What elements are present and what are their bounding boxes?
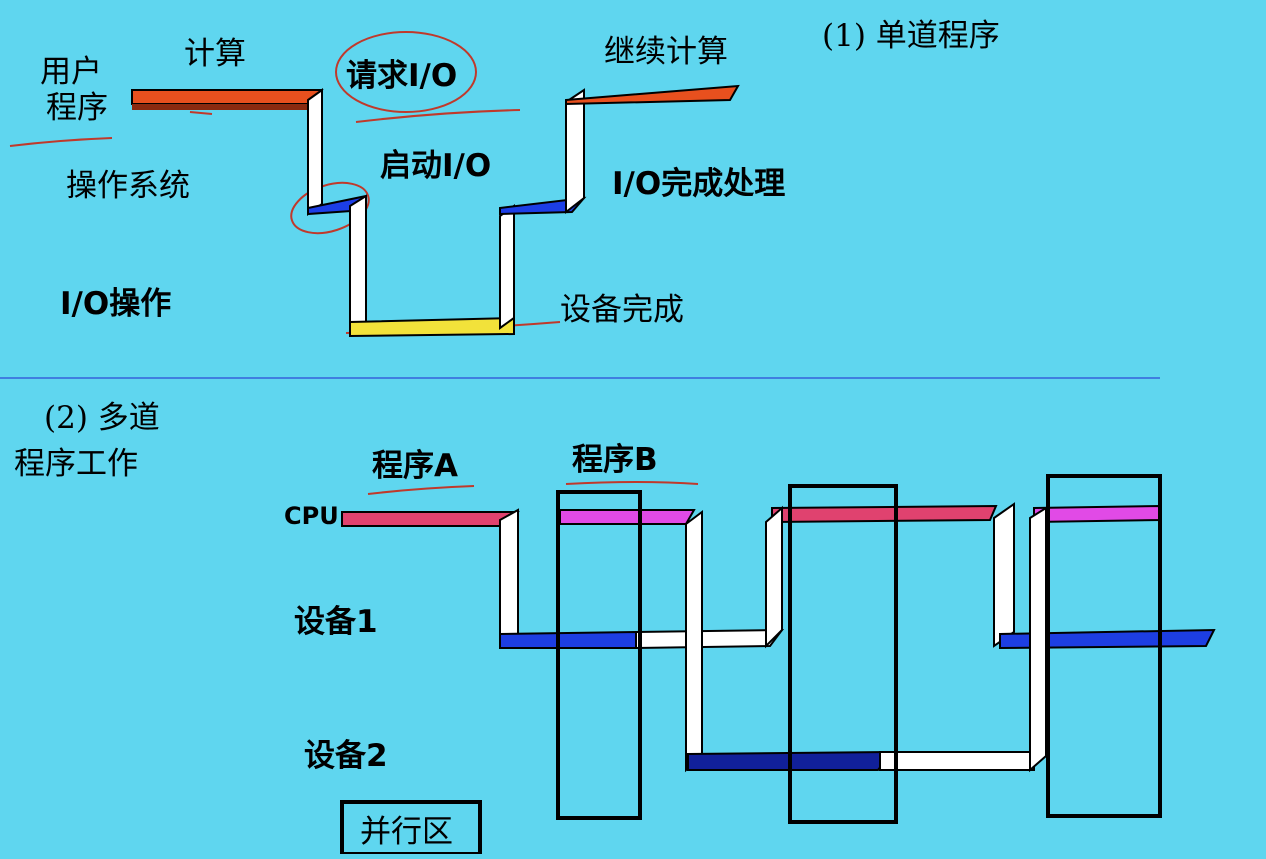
device1-bar-program-a <box>499 630 637 649</box>
underline-program-a <box>367 485 475 495</box>
single-program-steps <box>131 84 740 338</box>
underline-user-program <box>9 137 113 147</box>
label-compute: 计算 <box>184 36 246 72</box>
io-to-os-riser <box>499 204 515 330</box>
device1-idle-bar <box>635 628 785 650</box>
lane-os-label: 操作系统 <box>66 168 190 204</box>
label-continue-compute: 继续计算 <box>604 34 728 70</box>
user-compute-bar-1-shade <box>132 104 316 110</box>
parallel-zone-box-2 <box>788 484 898 824</box>
cpu-bar-program-b-2 <box>1033 504 1161 524</box>
lane-io-label: I/O操作 <box>60 286 171 322</box>
io-operation-bar <box>349 316 515 338</box>
lane-user-label-line2: 程序 <box>46 90 108 126</box>
cpu-to-device1-riser-b <box>993 502 1015 648</box>
label-start-io: 启动I/O <box>380 148 491 184</box>
tick-compute <box>189 111 213 115</box>
os-to-user-riser <box>565 88 585 215</box>
device1-to-cpu-riser <box>765 505 783 649</box>
multi-program-title-line2: 程序工作 <box>14 446 138 482</box>
parallel-zone-box-1 <box>556 490 642 820</box>
single-program-section: (1) 单道程序 用户 程序 操作系统 I/O操作 计算 请求I/O 启动I/O… <box>9 18 1000 495</box>
parallel-zone-box-3 <box>1046 474 1162 818</box>
circle-request-io <box>335 31 477 113</box>
device2-idle-bar <box>879 751 1035 771</box>
multi-program-title-line1: (2) 多道 <box>44 400 160 436</box>
os-io-done-block <box>499 196 587 216</box>
cpu-to-device1-riser-a <box>499 508 519 648</box>
program-a-label: 程序A <box>372 448 458 484</box>
user-compute-bar-1 <box>131 89 324 105</box>
cpu-lane <box>341 504 1161 527</box>
device1-lane <box>499 502 1216 650</box>
device2-to-cpu-riser <box>1029 506 1047 773</box>
cpu-to-device2-riser <box>685 510 703 773</box>
os-to-io-riser <box>349 194 367 336</box>
multi-program-section: (2) 多道 程序工作 程序A 程序B CPU 设备1 设备2 <box>14 400 1216 856</box>
underline-request-io <box>355 109 521 123</box>
cpu-bar-program-a-2 <box>771 504 998 524</box>
underline-program-b <box>565 481 699 485</box>
lane-cpu-label: CPU <box>284 502 339 530</box>
lane-user-label-line1: 用户 <box>40 54 102 90</box>
label-io-done-handle: I/O完成处理 <box>612 166 785 202</box>
cpu-bar-program-a-1 <box>341 511 520 527</box>
label-device-done: 设备完成 <box>560 292 684 328</box>
lane-device1-label: 设备1 <box>294 604 378 640</box>
lane-device2-label: 设备2 <box>304 738 388 774</box>
parallel-zone-legend-label: 并行区 <box>360 814 453 850</box>
user-to-os-riser <box>307 88 323 216</box>
user-compute-bar-2 <box>565 84 740 106</box>
program-b-label: 程序B <box>572 442 658 478</box>
cpu-bar-program-b-1 <box>559 509 696 525</box>
label-request-io: 请求I/O <box>346 58 457 94</box>
parallel-zones <box>340 474 1162 856</box>
single-program-title: (1) 单道程序 <box>822 18 1000 54</box>
